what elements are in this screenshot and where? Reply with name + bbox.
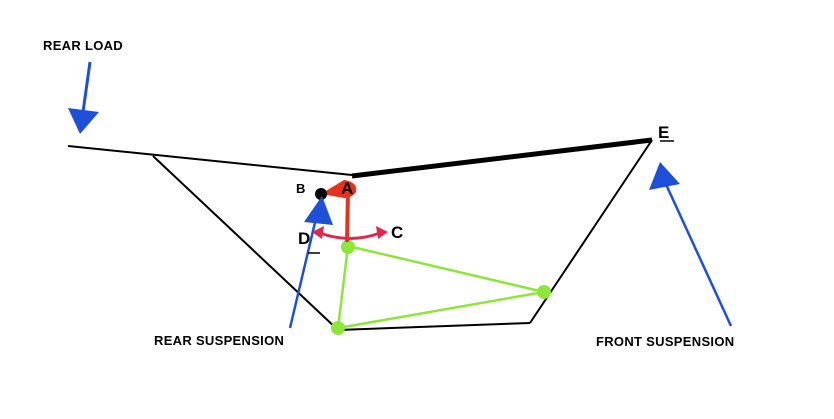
rocker-triangle xyxy=(321,180,357,198)
swingarm-pivot-top xyxy=(341,240,355,254)
rear-suspension-arrow-head xyxy=(304,196,333,225)
point-d-label: D xyxy=(298,229,310,248)
point-a-label: A xyxy=(341,179,353,198)
rear-diagonal-frame-line xyxy=(152,155,339,331)
swingarm-upper-line xyxy=(347,244,545,294)
pivot-b-dot xyxy=(315,188,327,200)
frame xyxy=(67,137,653,331)
rear-load-arrow xyxy=(68,61,99,134)
rear-suspension-arrow xyxy=(288,196,333,329)
rear-load-arrow-head xyxy=(68,108,99,134)
front-suspension-arrow-head xyxy=(649,162,680,190)
top-rear-frame-line xyxy=(67,145,353,176)
point-c-label: C xyxy=(391,223,403,242)
rear-load-label: REAR LOAD xyxy=(43,38,123,53)
rotation-arrow xyxy=(312,226,388,240)
front-suspension-arrow xyxy=(649,162,733,327)
rocker-link xyxy=(315,180,357,243)
swingarm-lower-line xyxy=(337,290,545,330)
bottom-frame-line xyxy=(337,322,531,331)
rear-load-arrow-shaft xyxy=(81,61,92,113)
swingarm xyxy=(331,240,551,335)
swingarm-vertical-line xyxy=(336,245,350,329)
rotation-arc xyxy=(319,231,381,240)
swingarm-pivot-front xyxy=(537,285,551,299)
rear-suspension-label: REAR SUSPENSION xyxy=(154,333,284,348)
swingarm-pivot-bottom xyxy=(331,321,345,335)
rocker-vertical-link xyxy=(345,189,350,243)
rotation-arrowhead-right xyxy=(376,226,388,239)
rear-suspension-arrow-shaft xyxy=(288,213,319,329)
point-b-label: B xyxy=(296,181,305,196)
front-suspension-label: FRONT SUSPENSION xyxy=(596,334,734,349)
point-e-label: E xyxy=(658,123,669,142)
rotation-arrowhead-left xyxy=(312,226,324,239)
top-front-frame-line xyxy=(351,137,653,179)
front-suspension-arrow-shaft xyxy=(662,179,733,327)
